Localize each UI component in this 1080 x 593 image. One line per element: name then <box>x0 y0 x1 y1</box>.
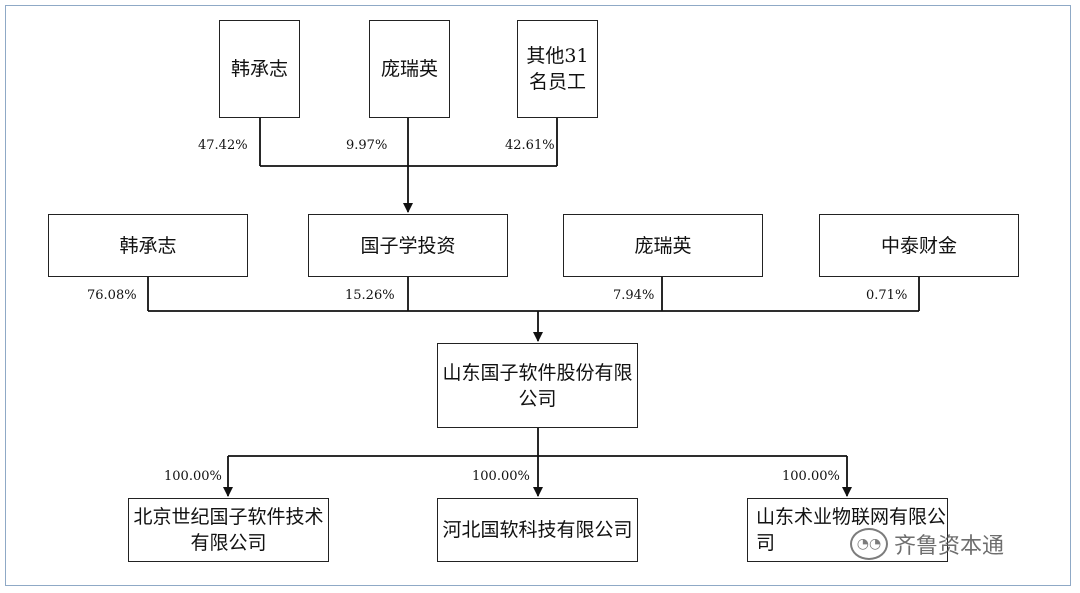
node-guozi-invest: 国子学投资 <box>308 214 508 277</box>
watermark-text: 齐鲁资本通 <box>894 534 1005 559</box>
node-others-top: 其他31 名员工 <box>517 20 598 118</box>
node-shandong-iot: 山东术业物联网有限公 司 <box>747 498 948 562</box>
node-company: 山东国子软件股份有限 公司 <box>437 343 638 428</box>
pct-pang-mid: 7.94% <box>613 288 655 303</box>
pct-beijing: 100.00% <box>164 469 222 484</box>
pct-shandong-iot: 100.00% <box>782 469 840 484</box>
node-han-mid: 韩承志 <box>48 214 248 277</box>
pct-han-mid: 76.08% <box>87 288 137 303</box>
watermark: ◔◔ 齐鲁资本通 <box>850 528 1004 560</box>
node-pang-top: 庞瑞英 <box>369 20 450 118</box>
pct-hebei: 100.00% <box>472 469 530 484</box>
pct-others-top: 42.61% <box>505 138 555 153</box>
pct-guozi-invest: 15.26% <box>345 288 395 303</box>
pct-han-top: 47.42% <box>198 138 248 153</box>
node-pang-mid: 庞瑞英 <box>563 214 763 277</box>
node-hebei: 河北国软科技有限公司 <box>437 498 638 562</box>
wechat-icon: ◔◔ <box>850 528 888 560</box>
node-zhongtai: 中泰财金 <box>819 214 1019 277</box>
pct-zhongtai: 0.71% <box>866 288 908 303</box>
diagram-frame <box>5 5 1071 586</box>
node-han-top: 韩承志 <box>219 20 300 118</box>
pct-pang-top: 9.97% <box>346 138 388 153</box>
node-beijing: 北京世纪国子软件技术 有限公司 <box>128 498 329 562</box>
